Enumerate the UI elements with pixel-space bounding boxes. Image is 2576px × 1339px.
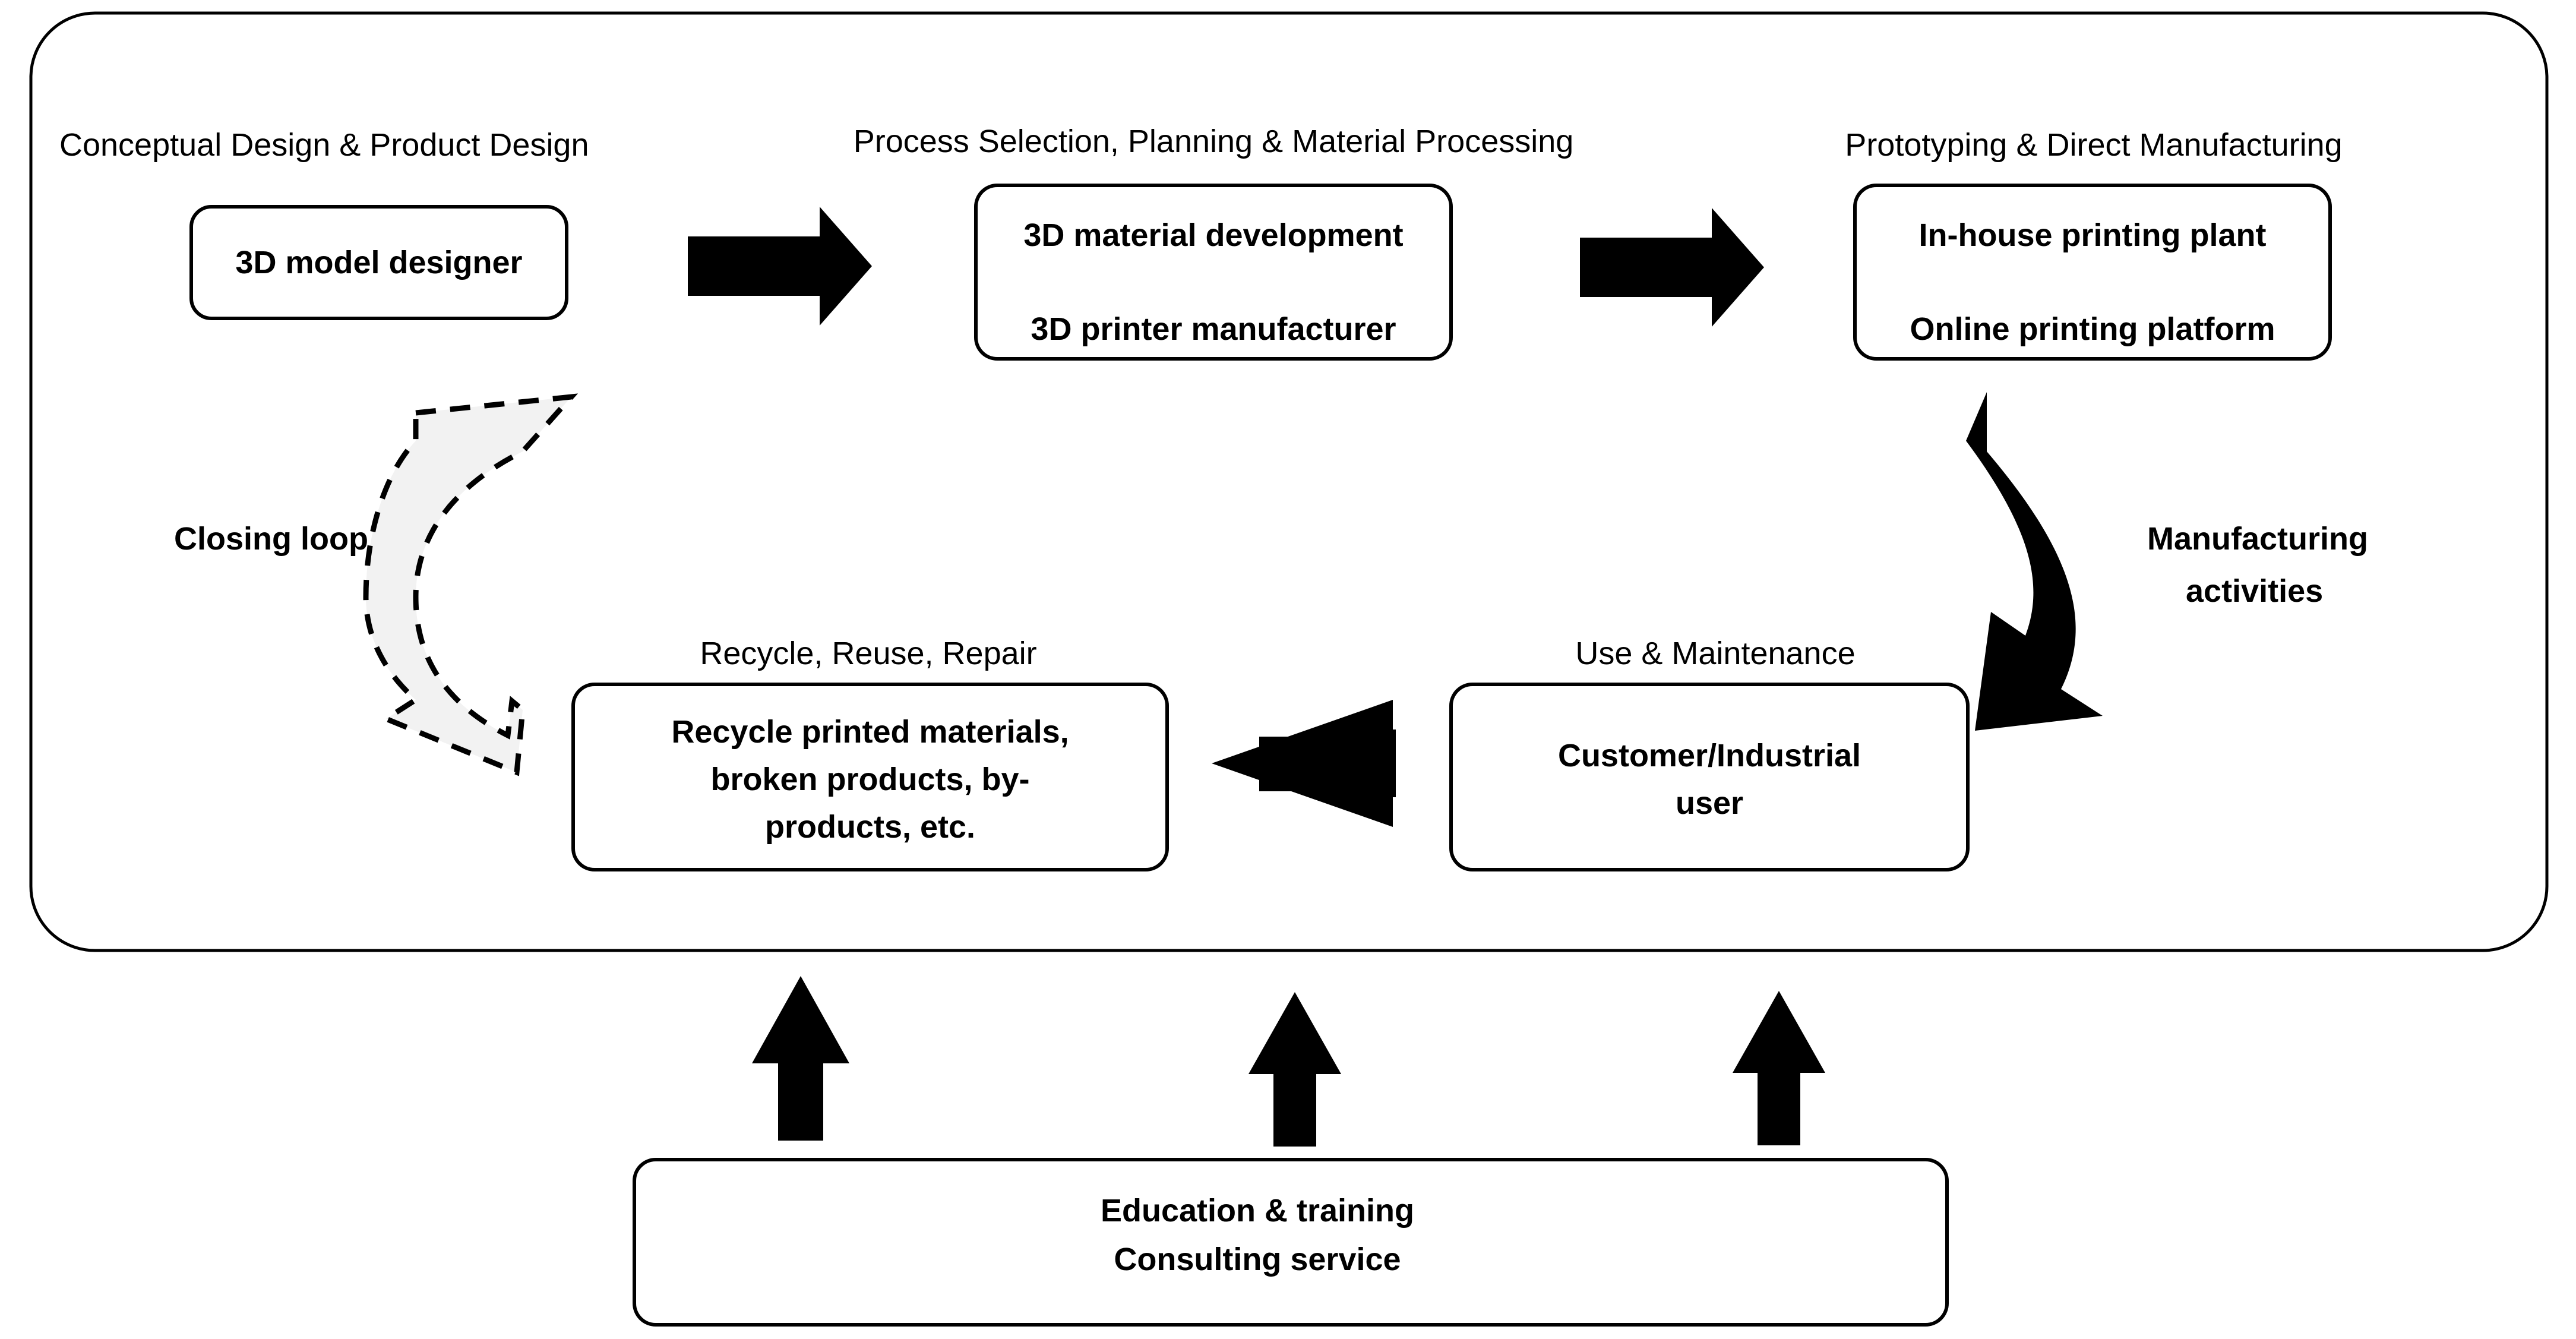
- node-design-label-1: 3D model designer: [235, 245, 522, 280]
- arrow-up-icon-support-3: [1733, 991, 1825, 1145]
- node-recycle-label-1: Recycle printed materials,: [671, 714, 1069, 750]
- node-recycle-label-2: broken products, by-: [710, 762, 1029, 797]
- node-manufacturing-label-1: In-house printing plant: [1919, 217, 2267, 253]
- stage-label-use-maintenance: Use & Maintenance: [1575, 636, 1855, 671]
- node-use-label-2: user: [1676, 785, 1743, 821]
- node-support-label-2: Consulting service: [1114, 1242, 1401, 1277]
- stage-label-recycle: Recycle, Reuse, Repair: [700, 636, 1036, 671]
- node-recycle-box[interactable]: [571, 683, 1169, 871]
- arrow-up-icon-support-1: [752, 976, 849, 1141]
- stage-label-conceptual-design: Conceptual Design & Product Design: [59, 127, 589, 163]
- node-use-box[interactable]: [1449, 683, 1970, 871]
- node-process-label-1: 3D material development: [1023, 217, 1403, 253]
- stage-label-prototyping: Prototyping & Direct Manufacturing: [1845, 127, 2342, 163]
- value-chain-frame: [29, 11, 2549, 952]
- annotation-manufacturing-activities-line-1: Manufacturing: [2147, 521, 2368, 557]
- annotation-closing-loop: Closing loop: [174, 521, 368, 557]
- arrow-left-icon-use-to-recycle-shaft: [1259, 737, 1396, 791]
- stage-label-process-selection: Process Selection, Planning & Material P…: [854, 124, 1574, 159]
- arrow-right-icon-process-to-manufacturing: [1580, 208, 1764, 327]
- arrow-up-icon-support-2: [1249, 992, 1341, 1147]
- node-manufacturing-label-2: Online printing platform: [1910, 311, 2275, 347]
- curved-arrow-down-icon-manufacturing-activities: [1966, 392, 2103, 731]
- node-use-label-1: Customer/Industrial: [1558, 738, 1861, 773]
- dashed-curved-arrow-icon-closing-loop: [363, 393, 579, 776]
- node-manufacturing-box[interactable]: [1853, 184, 2332, 361]
- node-process-box[interactable]: [974, 184, 1453, 361]
- node-process-label-2: 3D printer manufacturer: [1031, 311, 1396, 347]
- node-recycle-label-3: products, etc.: [765, 809, 975, 845]
- node-support-label-1: Education & training: [1101, 1193, 1414, 1229]
- annotation-manufacturing-activities-line-2: activities: [2186, 573, 2323, 609]
- arrow-right-icon-design-to-process: [688, 207, 872, 326]
- node-support-box[interactable]: [633, 1158, 1949, 1327]
- node-design-box[interactable]: [189, 205, 568, 320]
